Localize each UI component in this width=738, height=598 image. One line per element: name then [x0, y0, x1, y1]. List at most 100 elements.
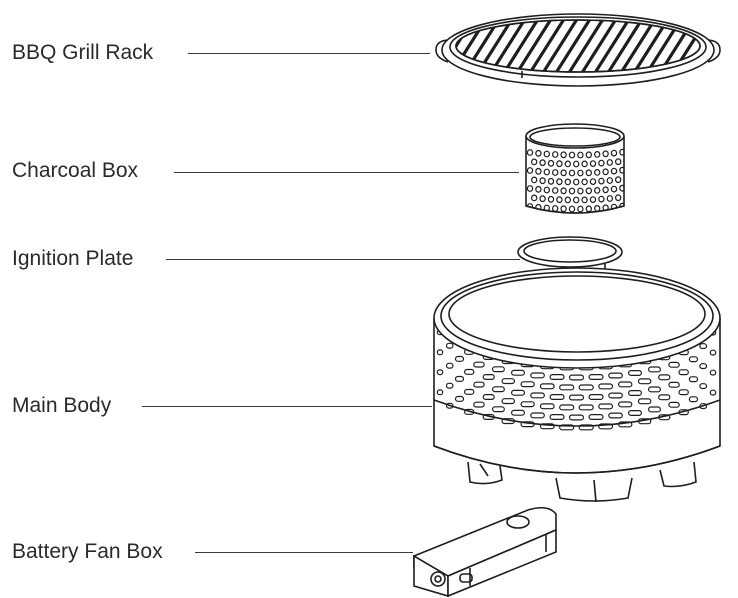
- vent-slot: [436, 389, 444, 396]
- leader-line-main-body: [142, 406, 432, 407]
- basket-hole: [543, 186, 551, 194]
- basket-hole: [535, 167, 542, 175]
- vent-slot: [511, 389, 526, 396]
- vent-slot: [699, 363, 708, 370]
- vent-slot: [473, 401, 485, 408]
- basket-hole: [602, 150, 609, 158]
- vent-slot: [709, 369, 717, 376]
- basket-hole: [610, 185, 618, 193]
- vent-slot: [709, 389, 717, 396]
- vent-slot: [568, 374, 585, 381]
- basket-hole: [598, 177, 605, 185]
- basket-hole: [556, 160, 563, 168]
- basket-hole: [556, 196, 563, 204]
- vent-slot: [549, 394, 565, 401]
- basket-hole: [531, 194, 538, 202]
- vent-slot: [482, 374, 495, 381]
- vent-slot: [501, 378, 516, 385]
- vent-slot: [482, 394, 495, 401]
- vent-slot: [668, 381, 680, 388]
- basket-hole: [573, 178, 580, 186]
- label-grill-rack: BBQ Grill Rack: [12, 41, 154, 64]
- vent-slot: [588, 374, 604, 381]
- vent-slot: [539, 403, 555, 410]
- basket-hole: [535, 185, 542, 193]
- label-battery-fan-box: Battery Fan Box: [12, 540, 163, 563]
- basket-hole: [526, 167, 534, 174]
- vent-slot: [511, 409, 526, 416]
- vent-slot: [719, 376, 720, 383]
- vent-slot: [699, 343, 708, 350]
- vent-slot: [559, 384, 575, 391]
- ignition-plate-illustration: [517, 236, 623, 284]
- basket-hole: [581, 160, 588, 168]
- grill-bar: [500, 20, 542, 72]
- leader-line-battery-fan-box: [195, 552, 413, 553]
- grill-bar: [591, 20, 633, 72]
- basket-hole: [602, 186, 609, 194]
- basket-hole: [610, 167, 618, 175]
- vent-slot: [647, 366, 661, 373]
- vent-slot: [598, 403, 614, 410]
- basket-hole: [547, 159, 555, 167]
- vent-slot: [688, 356, 699, 363]
- basket-hole: [606, 159, 614, 166]
- vent-slot: [658, 394, 671, 401]
- vent-slot: [627, 410, 642, 417]
- vent-slot: [719, 396, 720, 403]
- vent-slot: [568, 394, 585, 401]
- vent-slot: [530, 372, 545, 379]
- vent-slot: [647, 386, 661, 393]
- vent-slot: [709, 349, 717, 356]
- basket-hole: [560, 187, 567, 195]
- vent-slot: [688, 396, 699, 403]
- basket-hole: [552, 169, 559, 176]
- basket-hole: [539, 177, 546, 185]
- basket-hole: [560, 205, 567, 213]
- vent-slot: [454, 395, 465, 402]
- basket-hole: [552, 151, 559, 158]
- basket-hole: [568, 187, 576, 195]
- vent-slot: [530, 412, 545, 419]
- basket-hole: [610, 149, 618, 157]
- vent-slot: [578, 424, 594, 431]
- basket-hole: [606, 195, 614, 202]
- basket-hole: [581, 178, 588, 186]
- basket-hole: [547, 195, 555, 203]
- basket-hole: [585, 169, 593, 177]
- basket-hole: [589, 160, 597, 168]
- grill-bar: [526, 20, 568, 72]
- vent-slot: [436, 349, 444, 356]
- basket-hole: [619, 148, 624, 156]
- vent-slot: [492, 366, 505, 373]
- grill-bar: [617, 20, 659, 72]
- basket-hole: [577, 151, 584, 159]
- basket-hole: [568, 169, 576, 177]
- basket-hole: [539, 159, 546, 167]
- vent-slot: [608, 392, 623, 399]
- label-charcoal-box: Charcoal Box: [12, 159, 139, 182]
- basket-hole: [594, 150, 601, 158]
- vent-slot: [647, 406, 661, 413]
- basket-hole: [547, 177, 555, 185]
- vent-slot: [559, 404, 575, 411]
- vent-slot: [492, 406, 505, 413]
- vent-slot: [549, 414, 565, 421]
- vent-slot: [559, 424, 575, 431]
- vent-slot: [501, 398, 516, 405]
- basket-hole: [589, 178, 597, 186]
- basket-hole: [543, 168, 551, 176]
- vent-slot: [719, 336, 720, 343]
- label-ignition-plate: Ignition Plate: [12, 247, 134, 270]
- vent-slot: [539, 423, 555, 430]
- vent-slot: [511, 369, 526, 376]
- charcoal-box-illustration: [525, 123, 625, 214]
- basket-hole: [568, 151, 576, 159]
- basket-hole: [556, 178, 563, 186]
- basket-hole: [535, 149, 542, 157]
- leader-line-grill-rack: [188, 53, 430, 54]
- basket-hole: [615, 194, 622, 202]
- basket-hole: [615, 176, 622, 184]
- vent-slot: [464, 368, 475, 375]
